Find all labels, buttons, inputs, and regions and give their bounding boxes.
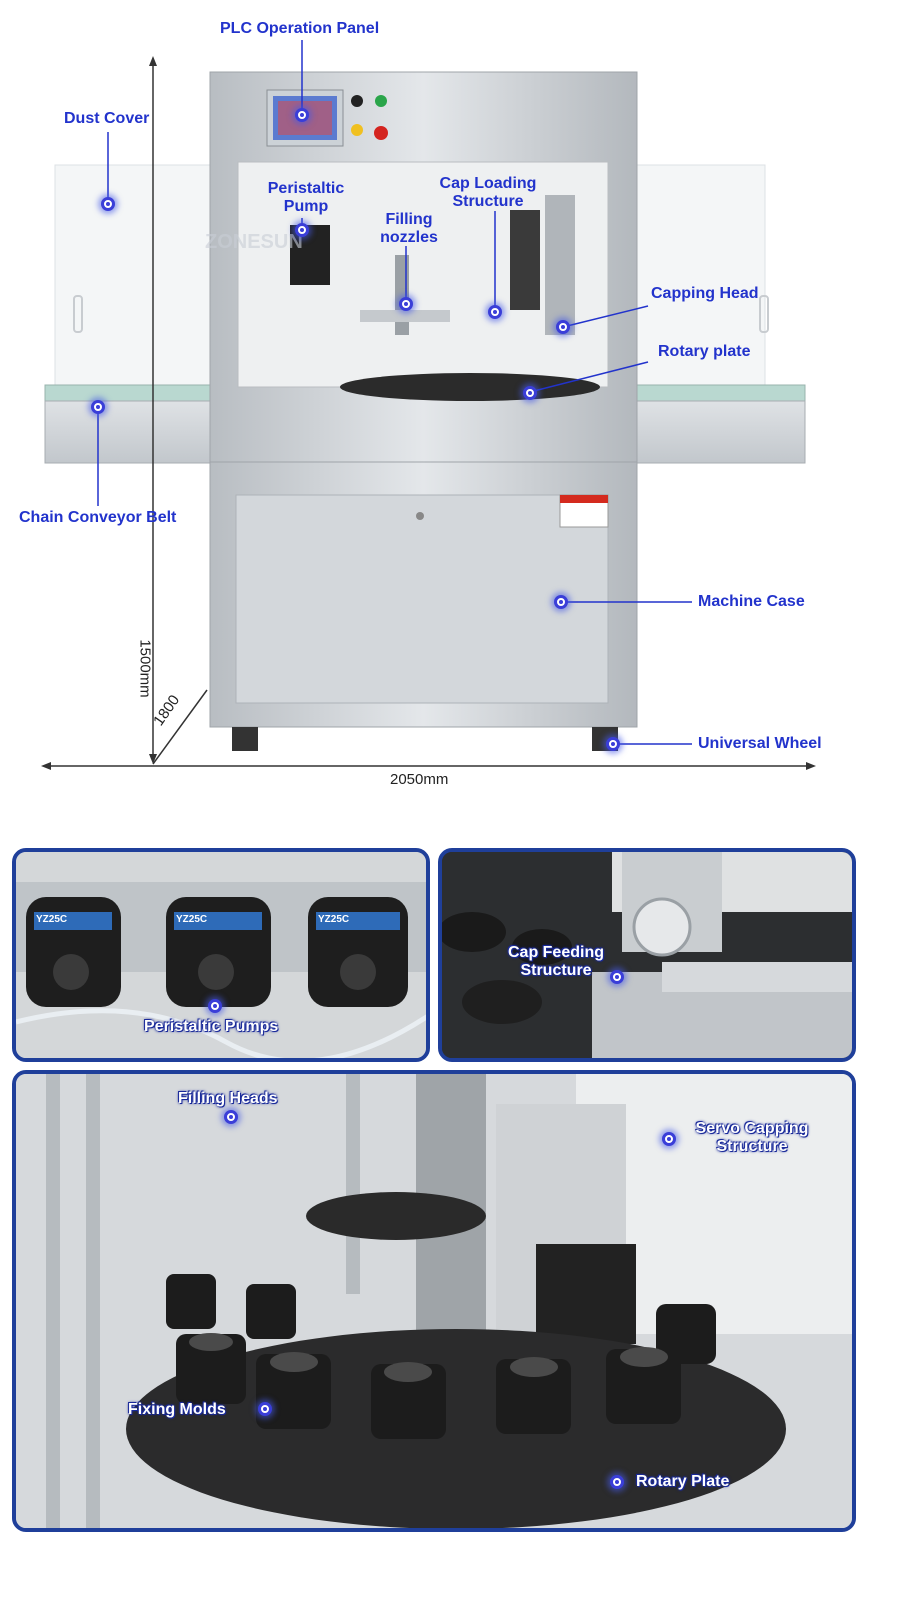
cap-loading-dot — [488, 305, 502, 319]
pump-model-label-3: YZ25C — [318, 914, 350, 925]
cap-loading-label-line2: Structure — [452, 193, 524, 210]
servo-capping-label: Servo Capping Structure — [682, 1120, 822, 1156]
cap-loading-label: Cap Loading Structure — [432, 175, 544, 211]
filling-heads-label: Filling Heads — [178, 1090, 278, 1107]
width-dimension: 2050mm — [390, 771, 449, 788]
rotary-plate-dot — [523, 386, 537, 400]
dust-cover-dot — [101, 197, 115, 211]
conveyor-dot — [91, 400, 105, 414]
filling-nozzles-label-line1: Filling — [385, 211, 433, 228]
pump-model-label-1: YZ25C — [36, 914, 68, 925]
rotary-plate-detail-label: Rotary Plate — [636, 1473, 730, 1490]
cap-feeding-panel: Cap Feeding Structure — [438, 848, 856, 1062]
servo-capping-label-line1: Servo Capping — [695, 1120, 809, 1137]
capping-head-label: Capping Head — [651, 285, 759, 302]
pumps-photo — [16, 852, 426, 1058]
plc-operation-panel-label: PLC Operation Panel — [220, 20, 380, 37]
cap-feeding-label-line2: Structure — [520, 962, 592, 979]
machine-case-label: Machine Case — [698, 593, 805, 610]
peristaltic-pumps-dot — [208, 999, 222, 1013]
servo-capping-dot — [662, 1132, 676, 1146]
rotary-plate-panel: Filling Heads Servo Capping Structure Fi… — [12, 1070, 856, 1532]
cap-feeding-photo — [442, 852, 852, 1058]
filling-heads-dot — [224, 1110, 238, 1124]
dust-cover-label: Dust Cover — [64, 110, 150, 127]
peristaltic-pump-dot — [295, 223, 309, 237]
peristaltic-pumps-label: Peristaltic Pumps — [144, 1018, 279, 1035]
machine-diagram: ZONESUN PLC Operation Panel Dust Cover P… — [19, 20, 822, 788]
universal-wheel-label: Universal Wheel — [698, 735, 822, 752]
chain-conveyor-belt-label: Chain Conveyor Belt — [19, 509, 177, 526]
peristaltic-pump-label: Peristaltic Pump — [262, 180, 350, 216]
watermark: ZONESUN — [205, 231, 303, 253]
plc-dot — [295, 108, 309, 122]
filling-nozzles-label-line2: nozzles — [380, 229, 438, 246]
servo-capping-label-line2: Structure — [716, 1138, 788, 1155]
fixing-molds-label: Fixing Molds — [128, 1401, 226, 1418]
height-dimension: 1500mm — [136, 639, 154, 698]
cap-feeding-label: Cap Feeding Structure — [496, 944, 616, 980]
peristaltic-pump-label-line1: Peristaltic — [267, 180, 345, 197]
rotary-plate-label: Rotary plate — [658, 343, 751, 360]
rotary-plate-detail-dot — [610, 1475, 624, 1489]
capping-head-dot — [556, 320, 570, 334]
rotary-photo — [16, 1074, 852, 1528]
cap-loading-label-line1: Cap Loading — [439, 175, 537, 192]
fixing-molds-dot — [258, 1402, 272, 1416]
filling-nozzles-dot — [399, 297, 413, 311]
peristaltic-pump-label-line2: Pump — [283, 198, 329, 215]
universal-wheel-dot — [606, 737, 620, 751]
cap-feeding-dot — [610, 970, 624, 984]
pump-model-label-2: YZ25C — [176, 914, 208, 925]
machine-illustration: ZONESUN — [41, 40, 816, 770]
filling-nozzles-label: Filling nozzles — [374, 211, 444, 247]
machine-case-dot — [554, 595, 568, 609]
peristaltic-pumps-panel: YZ25C YZ25C YZ25C Peristaltic Pumps — [12, 848, 430, 1062]
cap-feeding-label-line1: Cap Feeding — [507, 944, 604, 961]
